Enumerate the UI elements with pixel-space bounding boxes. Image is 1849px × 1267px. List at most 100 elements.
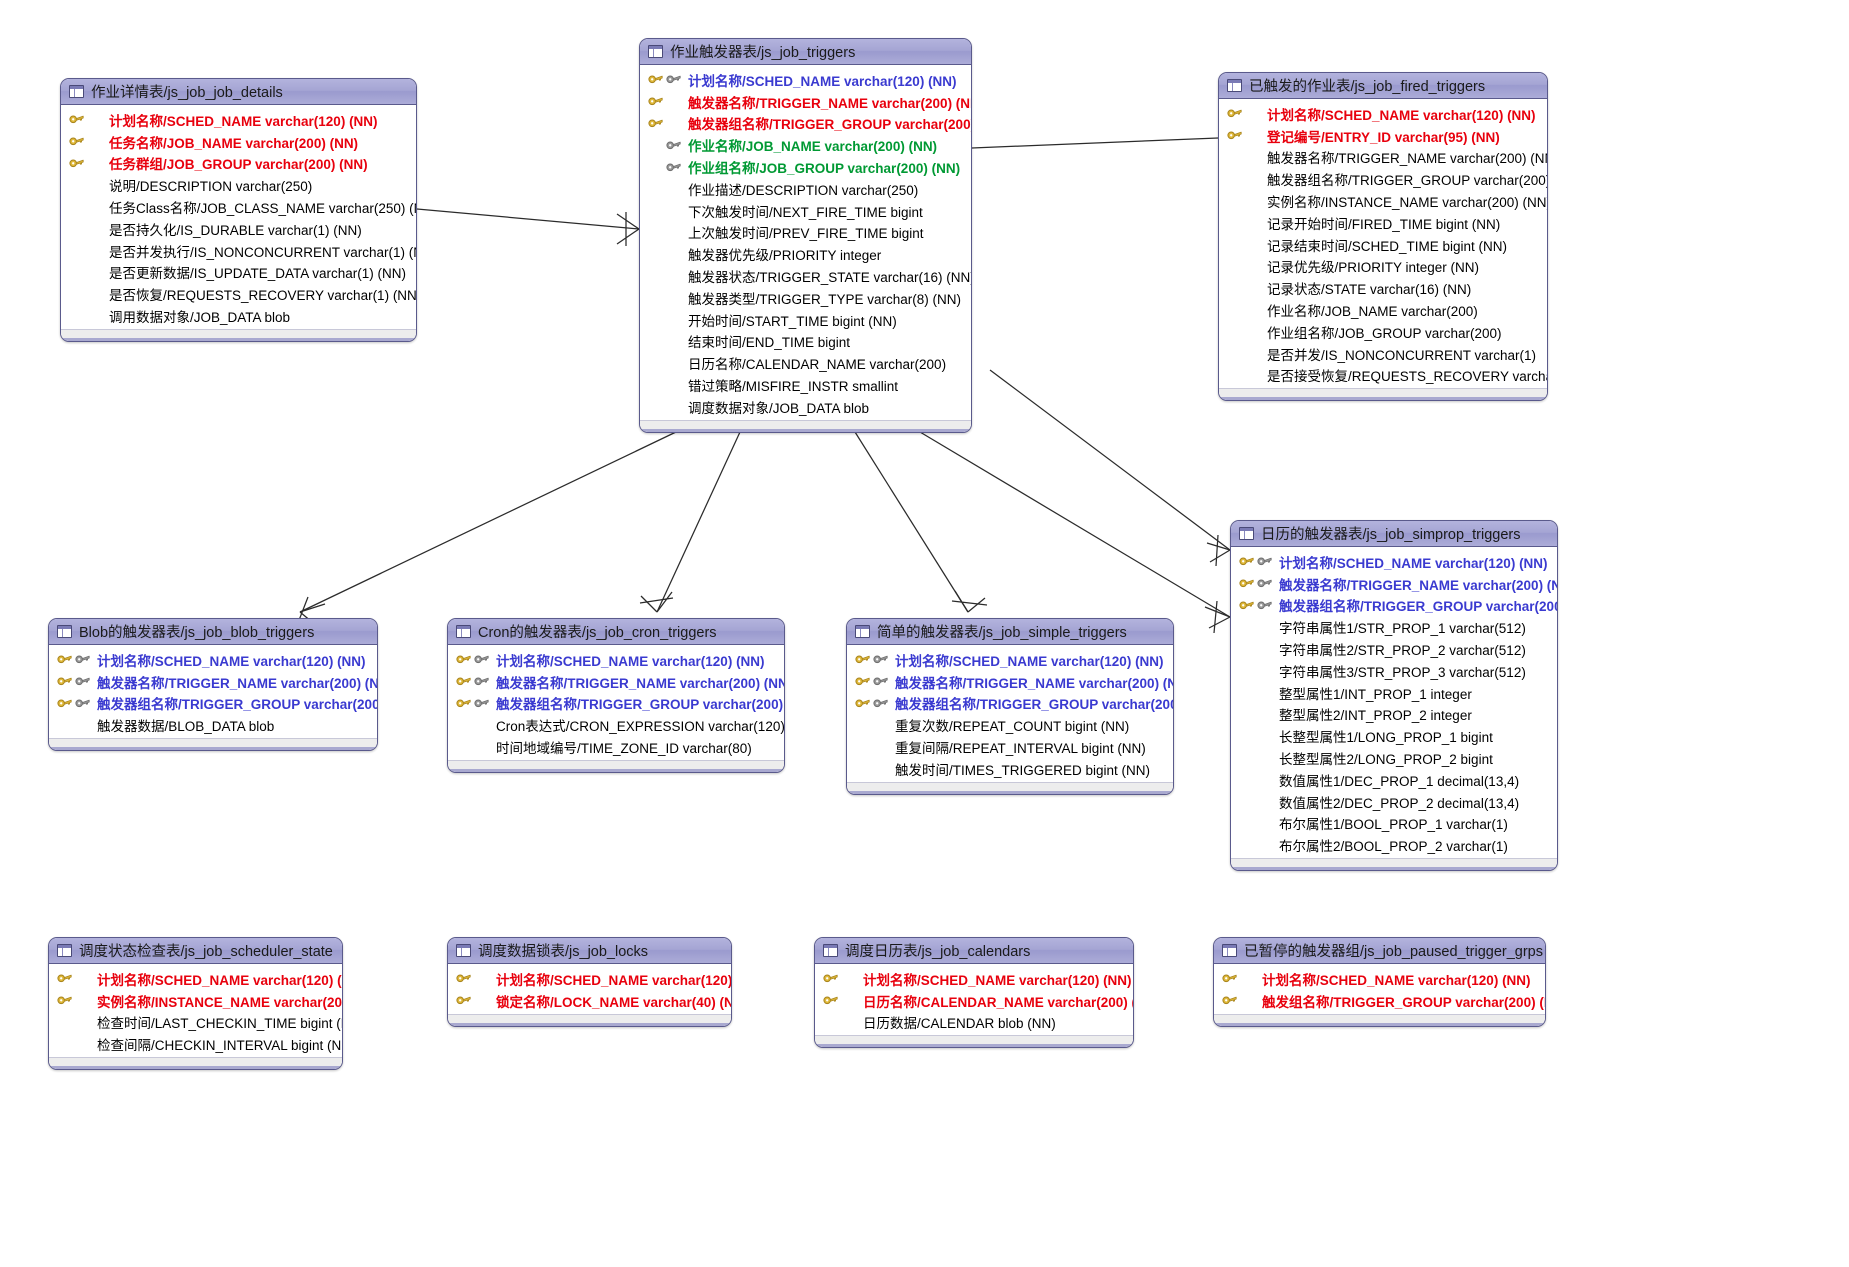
entity-js_job_blob_triggers[interactable]: Blob的触发器表/js_job_blob_triggers 计划名称/SCHED… <box>48 618 378 752</box>
entity-header-js_job_triggers[interactable]: 作业触发器表/js_job_triggers <box>640 39 971 65</box>
column-row[interactable]: 结束时间/END_TIME bigint <box>640 331 971 353</box>
column-row[interactable]: 触发器状态/TRIGGER_STATE varchar(16) (NN) <box>640 265 971 287</box>
column-row[interactable]: 任务群组/JOB_GROUP varchar(200) (NN) <box>61 153 416 175</box>
column-row[interactable]: 说明/DESCRIPTION varchar(250) <box>61 174 416 196</box>
column-row[interactable]: 日历名称/CALENDAR_NAME varchar(200) <box>640 352 971 374</box>
column-row[interactable]: 计划名称/SCHED_NAME varchar(120) (NN) <box>847 649 1173 671</box>
column-row[interactable]: 是否持久化/IS_DURABLE varchar(1) (NN) <box>61 218 416 240</box>
column-row[interactable]: 整型属性2/INT_PROP_2 integer <box>1231 704 1557 726</box>
column-row[interactable]: 计划名称/SCHED_NAME varchar(120) (NN) <box>448 968 731 990</box>
column-row[interactable]: 长整型属性2/LONG_PROP_2 bigint <box>1231 747 1557 769</box>
entity-js_job_locks[interactable]: 调度数据锁表/js_job_locks 计划名称/SCHED_NAME varch… <box>447 937 732 1027</box>
column-row[interactable]: 字符串属性1/STR_PROP_1 varchar(512) <box>1231 616 1557 638</box>
column-row[interactable]: 日历数据/CALENDAR blob (NN) <box>815 1012 1133 1034</box>
column-row[interactable]: 锁定名称/LOCK_NAME varchar(40) (NN) <box>448 990 731 1012</box>
entity-js_job_simple_triggers[interactable]: 简单的触发器表/js_job_simple_triggers 计划名称/SCHED… <box>846 618 1174 795</box>
column-row[interactable]: 作业名称/JOB_NAME varchar(200) <box>1219 299 1547 321</box>
column-row[interactable]: 触发器名称/TRIGGER_NAME varchar(200) (NN) <box>448 671 784 693</box>
column-row[interactable]: 数值属性2/DEC_PROP_2 decimal(13,4) <box>1231 791 1557 813</box>
column-row[interactable]: 字符串属性2/STR_PROP_2 varchar(512) <box>1231 638 1557 660</box>
column-row[interactable]: 布尔属性2/BOOL_PROP_2 varchar(1) <box>1231 834 1557 856</box>
column-row[interactable]: 重复次数/REPEAT_COUNT bigint (NN) <box>847 714 1173 736</box>
column-row[interactable]: 是否更新数据/IS_UPDATE_DATA varchar(1) (NN) <box>61 262 416 284</box>
column-row[interactable]: 作业名称/JOB_NAME varchar(200) (NN) <box>640 134 971 156</box>
column-row[interactable]: 计划名称/SCHED_NAME varchar(120) (NN) <box>49 649 377 671</box>
column-row[interactable]: 触发器组名称/TRIGGER_GROUP varchar(200) (NN) <box>1231 595 1557 617</box>
column-row[interactable]: 触发器名称/TRIGGER_NAME varchar(200) (NN) <box>1219 147 1547 169</box>
column-row[interactable]: 重复间隔/REPEAT_INTERVAL bigint (NN) <box>847 736 1173 758</box>
column-row[interactable]: 记录优先级/PRIORITY integer (NN) <box>1219 256 1547 278</box>
column-row[interactable]: 下次触发时间/NEXT_FIRE_TIME bigint <box>640 200 971 222</box>
column-row[interactable]: 检查时间/LAST_CHECKIN_TIME bigint (NN) <box>49 1012 342 1034</box>
column-row[interactable]: 计划名称/SCHED_NAME varchar(120) (NN) <box>1219 103 1547 125</box>
column-row[interactable]: 上次触发时间/PREV_FIRE_TIME bigint <box>640 222 971 244</box>
column-row[interactable]: 计划名称/SCHED_NAME varchar(120) (NN) <box>448 649 784 671</box>
entity-js_job_triggers[interactable]: 作业触发器表/js_job_triggers 计划名称/SCHED_NAME va… <box>639 38 972 433</box>
column-row[interactable]: 触发器名称/TRIGGER_NAME varchar(200) (NN) <box>640 91 971 113</box>
column-row[interactable]: 作业描述/DESCRIPTION varchar(250) <box>640 178 971 200</box>
entity-header-js_job_scheduler_state[interactable]: 调度状态检查表/js_job_scheduler_state <box>49 938 342 964</box>
column-row[interactable]: 触发器优先级/PRIORITY integer <box>640 243 971 265</box>
column-row[interactable]: 实例名称/INSTANCE_NAME varchar(200) (NN) <box>49 990 342 1012</box>
column-row[interactable]: 登记编号/ENTRY_ID varchar(95) (NN) <box>1219 125 1547 147</box>
column-row[interactable]: 记录状态/STATE varchar(16) (NN) <box>1219 277 1547 299</box>
column-row[interactable]: 调用数据对象/JOB_DATA blob <box>61 305 416 327</box>
column-row[interactable]: 布尔属性1/BOOL_PROP_1 varchar(1) <box>1231 813 1557 835</box>
entity-js_job_calendars[interactable]: 调度日历表/js_job_calendars 计划名称/SCHED_NAME va… <box>814 937 1134 1049</box>
entity-header-js_job_paused_trigger_grps[interactable]: 已暂停的触发器组/js_job_paused_trigger_grps <box>1214 938 1545 964</box>
column-row[interactable]: 检查间隔/CHECKIN_INTERVAL bigint (NN) <box>49 1033 342 1055</box>
column-row[interactable]: 计划名称/SCHED_NAME varchar(120) (NN) <box>815 968 1133 990</box>
column-row[interactable]: 是否并发/IS_NONCONCURRENT varchar(1) <box>1219 343 1547 365</box>
column-row[interactable]: 触发器组名称/TRIGGER_GROUP varchar(200) (NN) <box>847 693 1173 715</box>
column-row[interactable]: 触发器数据/BLOB_DATA blob <box>49 714 377 736</box>
column-row[interactable]: 触发组名称/TRIGGER_GROUP varchar(200) (NN) <box>1214 990 1545 1012</box>
column-row[interactable]: 时间地域编号/TIME_ZONE_ID varchar(80) <box>448 736 784 758</box>
column-row[interactable]: 开始时间/START_TIME bigint (NN) <box>640 309 971 331</box>
column-row[interactable]: 是否并发执行/IS_NONCONCURRENT varchar(1) (NN) <box>61 240 416 262</box>
column-row[interactable]: 计划名称/SCHED_NAME varchar(120) (NN) <box>61 109 416 131</box>
column-row[interactable]: 任务Class名称/JOB_CLASS_NAME varchar(250) (N… <box>61 196 416 218</box>
entity-js_job_cron_triggers[interactable]: Cron的触发器表/js_job_cron_triggers 计划名称/SCHED… <box>447 618 785 773</box>
column-row[interactable]: 触发器类型/TRIGGER_TYPE varchar(8) (NN) <box>640 287 971 309</box>
entity-header-js_job_fired_triggers[interactable]: 已触发的作业表/js_job_fired_triggers <box>1219 73 1547 99</box>
entity-header-js_job_simple_triggers[interactable]: 简单的触发器表/js_job_simple_triggers <box>847 619 1173 645</box>
column-row[interactable]: 触发器组名称/TRIGGER_GROUP varchar(200) (NN) <box>448 693 784 715</box>
column-row[interactable]: 计划名称/SCHED_NAME varchar(120) (NN) <box>49 968 342 990</box>
column-row[interactable]: 作业组名称/JOB_GROUP varchar(200) (NN) <box>640 156 971 178</box>
entity-header-js_job_locks[interactable]: 调度数据锁表/js_job_locks <box>448 938 731 964</box>
column-row[interactable]: 整型属性1/INT_PROP_1 integer <box>1231 682 1557 704</box>
column-row[interactable]: 触发器名称/TRIGGER_NAME varchar(200) (NN) <box>1231 573 1557 595</box>
column-row[interactable]: 计划名称/SCHED_NAME varchar(120) (NN) <box>1214 968 1545 990</box>
column-row[interactable]: 计划名称/SCHED_NAME varchar(120) (NN) <box>1231 551 1557 573</box>
entity-header-js_job_job_details[interactable]: 作业详情表/js_job_job_details <box>61 79 416 105</box>
column-row[interactable]: 触发器组名称/TRIGGER_GROUP varchar(200) (NN) <box>49 693 377 715</box>
column-row[interactable]: 触发器名称/TRIGGER_NAME varchar(200) (NN) <box>49 671 377 693</box>
column-row[interactable]: 是否恢复/REQUESTS_RECOVERY varchar(1) (NN) <box>61 283 416 305</box>
entity-js_job_fired_triggers[interactable]: 已触发的作业表/js_job_fired_triggers 计划名称/SCHED_… <box>1218 72 1548 402</box>
column-row[interactable]: 记录结束时间/SCHED_TIME bigint (NN) <box>1219 234 1547 256</box>
column-row[interactable]: 记录开始时间/FIRED_TIME bigint (NN) <box>1219 212 1547 234</box>
entity-header-js_job_simprop_triggers[interactable]: 日历的触发器表/js_job_simprop_triggers <box>1231 521 1557 547</box>
entity-js_job_job_details[interactable]: 作业详情表/js_job_job_details 计划名称/SCHED_NAME … <box>60 78 417 342</box>
column-row[interactable]: 是否接受恢复/REQUESTS_RECOVERY varchar(1) <box>1219 365 1547 387</box>
column-row[interactable]: 错过策略/MISFIRE_INSTR smallint <box>640 374 971 396</box>
column-row[interactable]: 长整型属性1/LONG_PROP_1 bigint <box>1231 725 1557 747</box>
entity-js_job_simprop_triggers[interactable]: 日历的触发器表/js_job_simprop_triggers 计划名称/SCHE… <box>1230 520 1558 872</box>
column-row[interactable]: 触发器名称/TRIGGER_NAME varchar(200) (NN) <box>847 671 1173 693</box>
column-row[interactable]: 触发器组名称/TRIGGER_GROUP varchar(200) (NN) <box>1219 168 1547 190</box>
column-row[interactable]: 实例名称/INSTANCE_NAME varchar(200) (NN) <box>1219 190 1547 212</box>
entity-header-js_job_blob_triggers[interactable]: Blob的触发器表/js_job_blob_triggers <box>49 619 377 645</box>
column-row[interactable]: 字符串属性3/STR_PROP_3 varchar(512) <box>1231 660 1557 682</box>
column-row[interactable]: 触发时间/TIMES_TRIGGERED bigint (NN) <box>847 758 1173 780</box>
column-row[interactable]: 计划名称/SCHED_NAME varchar(120) (NN) <box>640 69 971 91</box>
entity-header-js_job_calendars[interactable]: 调度日历表/js_job_calendars <box>815 938 1133 964</box>
column-row[interactable]: 触发器组名称/TRIGGER_GROUP varchar(200) (NN) <box>640 113 971 135</box>
entity-js_job_scheduler_state[interactable]: 调度状态检查表/js_job_scheduler_state 计划名称/SCHED… <box>48 937 343 1071</box>
entity-js_job_paused_trigger_grps[interactable]: 已暂停的触发器组/js_job_paused_trigger_grps 计划名称/… <box>1213 937 1546 1027</box>
column-row[interactable]: Cron表达式/CRON_EXPRESSION varchar(120) (NN… <box>448 714 784 736</box>
entity-header-js_job_cron_triggers[interactable]: Cron的触发器表/js_job_cron_triggers <box>448 619 784 645</box>
column-row[interactable]: 调度数据对象/JOB_DATA blob <box>640 396 971 418</box>
column-row[interactable]: 作业组名称/JOB_GROUP varchar(200) <box>1219 321 1547 343</box>
column-row[interactable]: 数值属性1/DEC_PROP_1 decimal(13,4) <box>1231 769 1557 791</box>
column-row[interactable]: 日历名称/CALENDAR_NAME varchar(200) (NN) <box>815 990 1133 1012</box>
